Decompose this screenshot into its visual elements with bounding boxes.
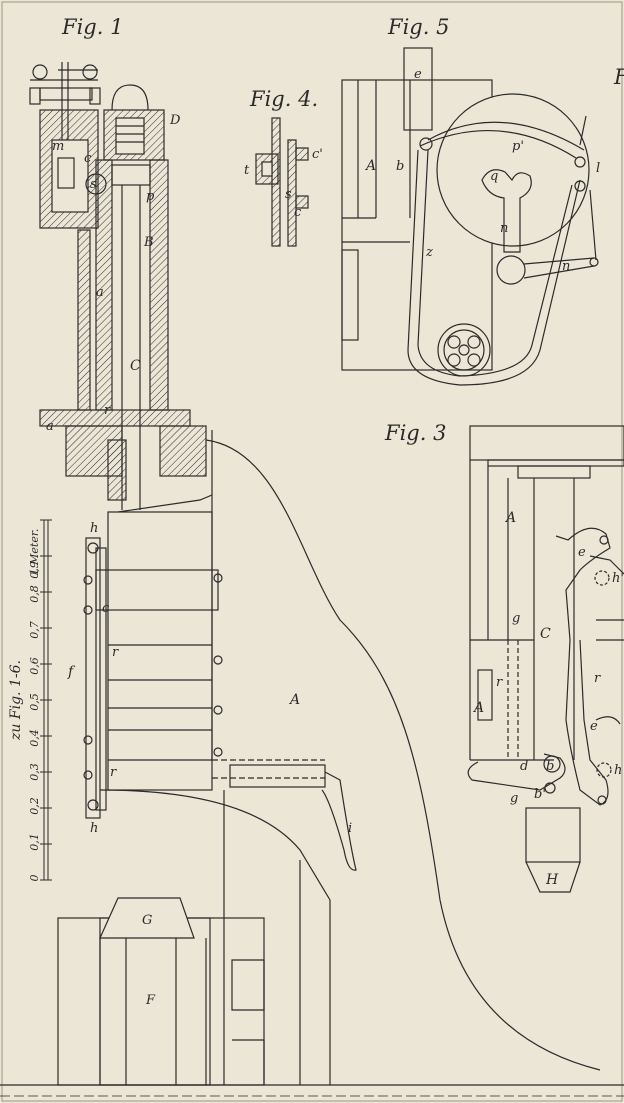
label-z: z: [425, 245, 433, 260]
scale-tick-label: 0,4: [28, 729, 41, 747]
label-p-prime: p': [512, 139, 524, 154]
label-s-fig4: s: [285, 187, 292, 202]
label-c-middle: c: [102, 601, 110, 616]
label-c-prime: c': [312, 147, 323, 162]
label-s: s: [90, 177, 97, 192]
label-C-fig3: C: [540, 626, 551, 642]
scale-tick-label: 0,8: [28, 585, 41, 603]
label-n-lower: n: [562, 259, 570, 274]
label-A-fig3-upper: A: [504, 510, 516, 526]
label-h-prime: h': [612, 571, 624, 586]
label-A-fig5: A: [364, 158, 376, 174]
label-d: d: [520, 759, 528, 774]
label-D: D: [169, 113, 181, 128]
figure-1-title: Fig. 1: [61, 15, 123, 39]
label-c: c: [84, 151, 92, 166]
scale-bar: [40, 519, 52, 881]
label-a-upper: a: [96, 285, 104, 300]
label-l: l: [596, 161, 600, 176]
figure-5-drawing: [341, 47, 599, 386]
label-e-fig5: e: [414, 67, 422, 82]
scale-tick-label: 0,1: [28, 833, 41, 851]
scale-tick-label: 0,3: [28, 763, 41, 781]
label-e-fig3-lower: e: [590, 719, 598, 734]
label-B: B: [143, 235, 154, 250]
label-h-bottom: h: [90, 821, 98, 836]
figure-3-title: Fig. 3: [384, 421, 446, 445]
scale-unit: 1 Meter.: [28, 529, 41, 576]
label-e-fig3-upper: e: [578, 545, 586, 560]
figure-4-drawing: [255, 117, 309, 247]
label-b-fig5: b: [396, 159, 404, 174]
scale-tick-label: 0,7: [28, 621, 41, 639]
label-f: f: [67, 664, 76, 680]
scale-tick-label: 0,2: [28, 797, 41, 815]
label-i: i: [348, 821, 352, 836]
label-b-prime: b': [534, 787, 546, 802]
label-G: G: [142, 913, 152, 928]
label-b-fig3: b: [546, 759, 554, 774]
label-r-middle: r: [112, 645, 119, 660]
label-m: m: [52, 139, 64, 154]
scale-tick-label: 0,5: [28, 693, 41, 711]
label-g-fig3-lower: g: [510, 791, 518, 806]
scale-caption: zu Fig. 1-6.: [8, 660, 24, 741]
label-A-frame: A: [288, 692, 300, 708]
label-r-fig3-right: r: [594, 671, 601, 686]
label-h-fig3: h: [614, 763, 622, 778]
scale-tick-label: 0: [28, 875, 41, 882]
label-q: q: [490, 169, 498, 184]
label-r-lower: r: [110, 765, 117, 780]
label-r-fig3-left: r: [496, 675, 503, 690]
figure-4-title: Fig. 4.: [249, 87, 318, 111]
figure-3-drawing: [467, 425, 624, 893]
figure-1-drawing: [29, 62, 601, 1086]
scale-tick-label: 0,9: [28, 561, 41, 579]
label-a-lower: a: [46, 419, 54, 434]
figure-5-title: Fig. 5: [387, 15, 449, 39]
label-h-top: h: [90, 521, 98, 536]
label-r-upper: r: [104, 403, 111, 418]
label-t: t: [244, 163, 250, 178]
scale-tick-label: 0,6: [28, 657, 41, 675]
label-A-fig3-lower: A: [472, 700, 484, 716]
label-g-fig3-upper: g: [512, 611, 520, 626]
label-p: p: [146, 189, 155, 204]
figure-edge-title: F: [613, 65, 624, 89]
label-H: H: [545, 872, 559, 888]
label-C: C: [130, 358, 141, 374]
label-n-upper: n: [500, 221, 508, 236]
label-c-fig4: c: [294, 205, 302, 220]
label-F: F: [145, 993, 156, 1008]
